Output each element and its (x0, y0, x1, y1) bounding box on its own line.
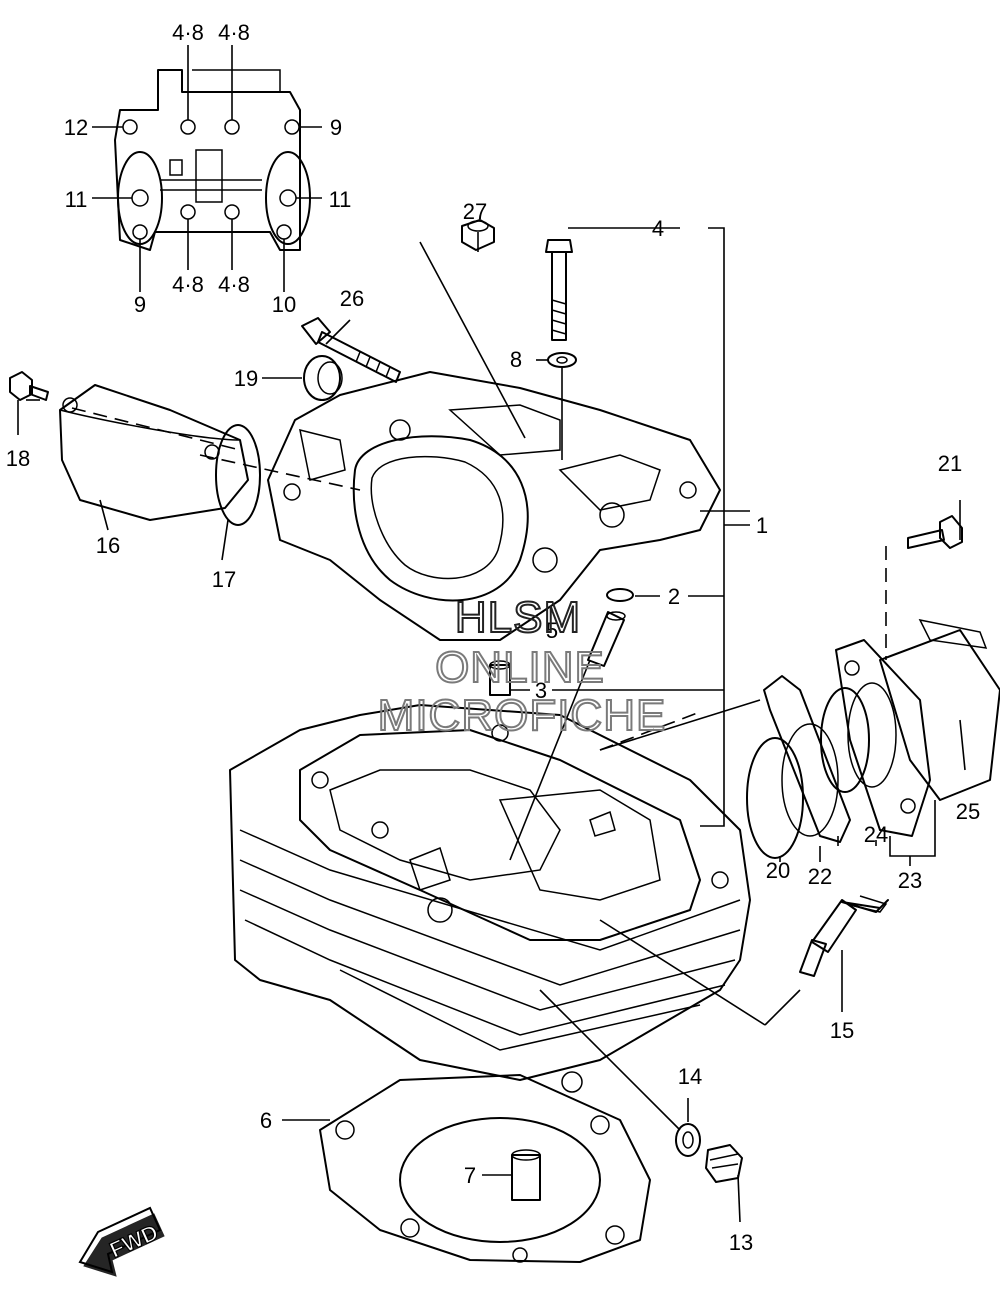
callout-24: 24 (864, 822, 888, 847)
watermark-line-3: MICROFICHE (378, 691, 667, 740)
callout-7: 7 (464, 1163, 476, 1188)
watermark-line-1: HLSM (455, 593, 581, 642)
dowel-pins (489, 660, 541, 1201)
callout-16: 16 (96, 533, 120, 558)
callout-23: 23 (898, 868, 922, 893)
callout-22: 22 (808, 864, 832, 889)
callout-19: 19 (234, 366, 258, 391)
callout-4-8-top-left: 4·8 (172, 20, 204, 45)
side-cover (9, 371, 261, 526)
callout-9-bottom: 9 (134, 292, 146, 317)
bolt-and-washer (545, 239, 577, 368)
callout-26: 26 (340, 286, 364, 311)
callout-21: 21 (938, 451, 962, 476)
callout-18: 18 (6, 446, 30, 471)
callout-4-8-bottom-left: 4·8 (172, 272, 204, 297)
callout-6: 6 (260, 1108, 272, 1133)
callout-4: 4 (652, 216, 664, 241)
cap-nut (461, 219, 495, 251)
o-ring-and-pipe (587, 588, 634, 667)
callout-3: 3 (535, 678, 547, 703)
spark-plug (799, 895, 889, 977)
callout-11-right: 11 (329, 187, 352, 212)
intake-pipe-assembly (746, 618, 1000, 859)
callout-9-right: 9 (330, 115, 342, 140)
leader-lines (17, 227, 966, 1223)
watermark: HLSM ONLINE MICROFICHE (377, 592, 667, 741)
callout-5: 5 (546, 618, 558, 643)
callout-17: 17 (212, 567, 236, 592)
callout-4-8-bottom-right: 4·8 (218, 272, 250, 297)
intake-bolt (907, 515, 963, 549)
drain-plug-and-washer (675, 1123, 743, 1183)
watermark-line-2: ONLINE (435, 643, 605, 692)
cylinder-head-gasket (319, 1074, 651, 1263)
stud-bolt (301, 317, 401, 383)
inset-leaders (92, 45, 322, 292)
callout-25: 25 (956, 799, 980, 824)
callout-4-8-top-right: 4·8 (218, 20, 250, 45)
callout-2: 2 (668, 584, 680, 609)
callout-12: 12 (64, 115, 88, 140)
oil-seal (303, 355, 343, 401)
callout-27: 27 (463, 199, 487, 224)
dashed-lines (71, 407, 887, 751)
callout-15: 15 (830, 1018, 854, 1043)
callout-8: 8 (510, 347, 522, 372)
inset-head-top-view (114, 69, 311, 251)
cylinder-head (229, 704, 751, 1093)
callout-1: 1 (756, 513, 768, 538)
callout-13: 13 (729, 1230, 753, 1255)
callout-labels: 4·8 4·8 12 9 11 11 4·8 4·8 9 10 27 4 26 … (6, 20, 980, 1255)
callout-11-left: 11 (65, 187, 88, 212)
callout-20: 20 (766, 858, 790, 883)
callout-14: 14 (678, 1064, 702, 1089)
fwd-arrow-icon: FWD (78, 1206, 165, 1277)
callout-10: 10 (272, 292, 296, 317)
